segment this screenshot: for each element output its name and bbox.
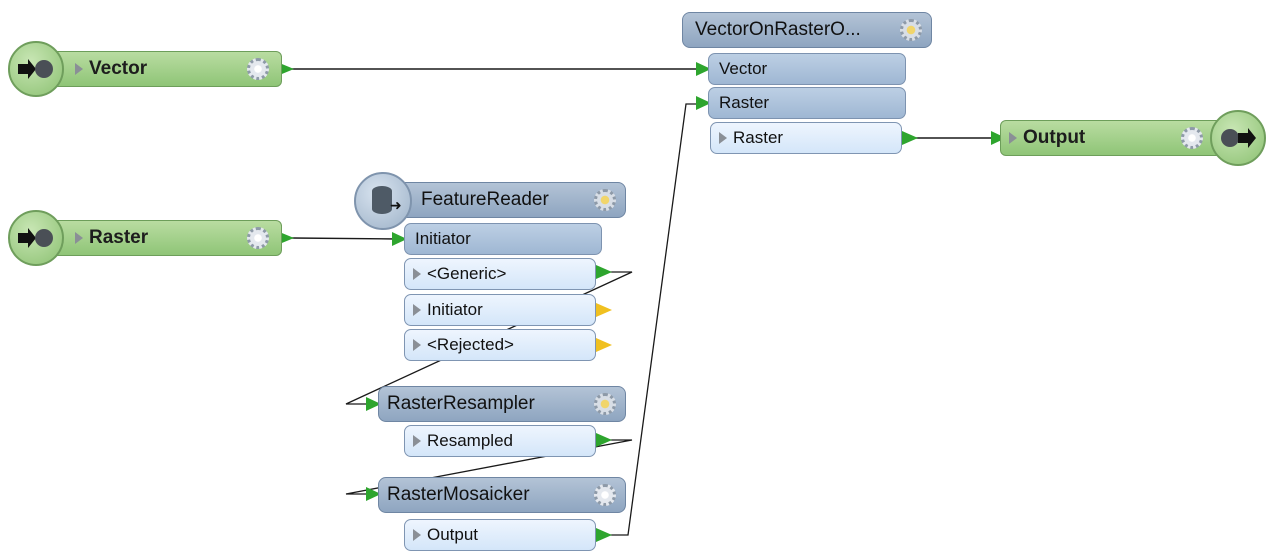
port-arrow-fr-generic-out [596, 265, 612, 279]
expand-icon[interactable] [1009, 132, 1017, 144]
port-arrow-fr-rejected-out [596, 338, 612, 352]
output-port-output[interactable]: Output [404, 519, 596, 551]
transformer-featurereader-header[interactable]: FeatureReader [382, 182, 626, 218]
transformer-rasterresampler-header[interactable]: RasterResampler [378, 386, 626, 422]
gear-icon[interactable] [247, 58, 269, 80]
expand-icon[interactable] [75, 63, 83, 75]
writer-output[interactable]: Output [1000, 120, 1222, 156]
input-port-raster[interactable]: Raster [708, 87, 906, 119]
port-label: Initiator [427, 300, 483, 319]
gear-icon[interactable] [1181, 127, 1203, 149]
port-arrow-rm-out [596, 528, 612, 542]
expand-icon[interactable] [413, 529, 421, 541]
reader-raster[interactable]: Raster [50, 220, 282, 256]
gear-icon[interactable] [594, 393, 616, 415]
port-label: Output [427, 525, 479, 544]
expand-icon[interactable] [413, 339, 421, 351]
connection-mosaicker-output-to-vectoronraster [607, 103, 700, 536]
reader-vector-label: Vector [89, 58, 148, 79]
reader-vector[interactable]: Vector [50, 51, 282, 87]
writer-arrow-icon [1210, 110, 1266, 166]
gear-icon[interactable] [594, 484, 616, 506]
output-port-initiator[interactable]: Initiator [404, 294, 596, 326]
reader-arrow-icon [8, 210, 64, 266]
transformer-title: RasterResampler [387, 393, 535, 414]
output-port-generic[interactable]: <Generic> [404, 258, 596, 290]
transformer-rastermosaicker-header[interactable]: RasterMosaicker [378, 477, 626, 513]
port-label: Vector [719, 59, 768, 78]
port-arrow-fr-initiator-out [596, 303, 612, 317]
connection-raster-to-featurereader [291, 237, 399, 240]
gear-icon[interactable] [900, 19, 922, 41]
gear-icon[interactable] [594, 189, 616, 211]
port-label: <Rejected> [427, 335, 514, 354]
expand-icon[interactable] [75, 232, 83, 244]
output-port-raster[interactable]: Raster [710, 122, 902, 154]
output-port-resampled[interactable]: Resampled [404, 425, 596, 457]
expand-icon[interactable] [413, 435, 421, 447]
transformer-title: VectorOnRasterO... [695, 19, 861, 40]
gear-icon[interactable] [247, 227, 269, 249]
port-arrow-vor-raster-out [902, 131, 918, 145]
port-label: <Generic> [427, 264, 507, 283]
port-label: Raster [719, 93, 770, 112]
reader-arrow-icon [8, 41, 64, 97]
input-port-initiator[interactable]: Initiator [404, 223, 602, 255]
writer-output-label: Output [1023, 127, 1086, 148]
transformer-vectoronraster-header[interactable]: VectorOnRasterO... [682, 12, 932, 48]
port-label: Resampled [427, 431, 513, 450]
port-label: Initiator [415, 229, 471, 248]
output-port-rejected[interactable]: <Rejected> [404, 329, 596, 361]
transformer-title: RasterMosaicker [387, 484, 530, 505]
expand-icon[interactable] [413, 268, 421, 280]
expand-icon[interactable] [719, 132, 727, 144]
reader-raster-label: Raster [89, 227, 149, 248]
database-icon: ➜ [354, 172, 412, 230]
transformer-title: FeatureReader [421, 189, 549, 210]
expand-icon[interactable] [413, 304, 421, 316]
port-label: Raster [733, 128, 784, 147]
port-arrow-rr-out [596, 433, 612, 447]
input-port-vector[interactable]: Vector [708, 53, 906, 85]
